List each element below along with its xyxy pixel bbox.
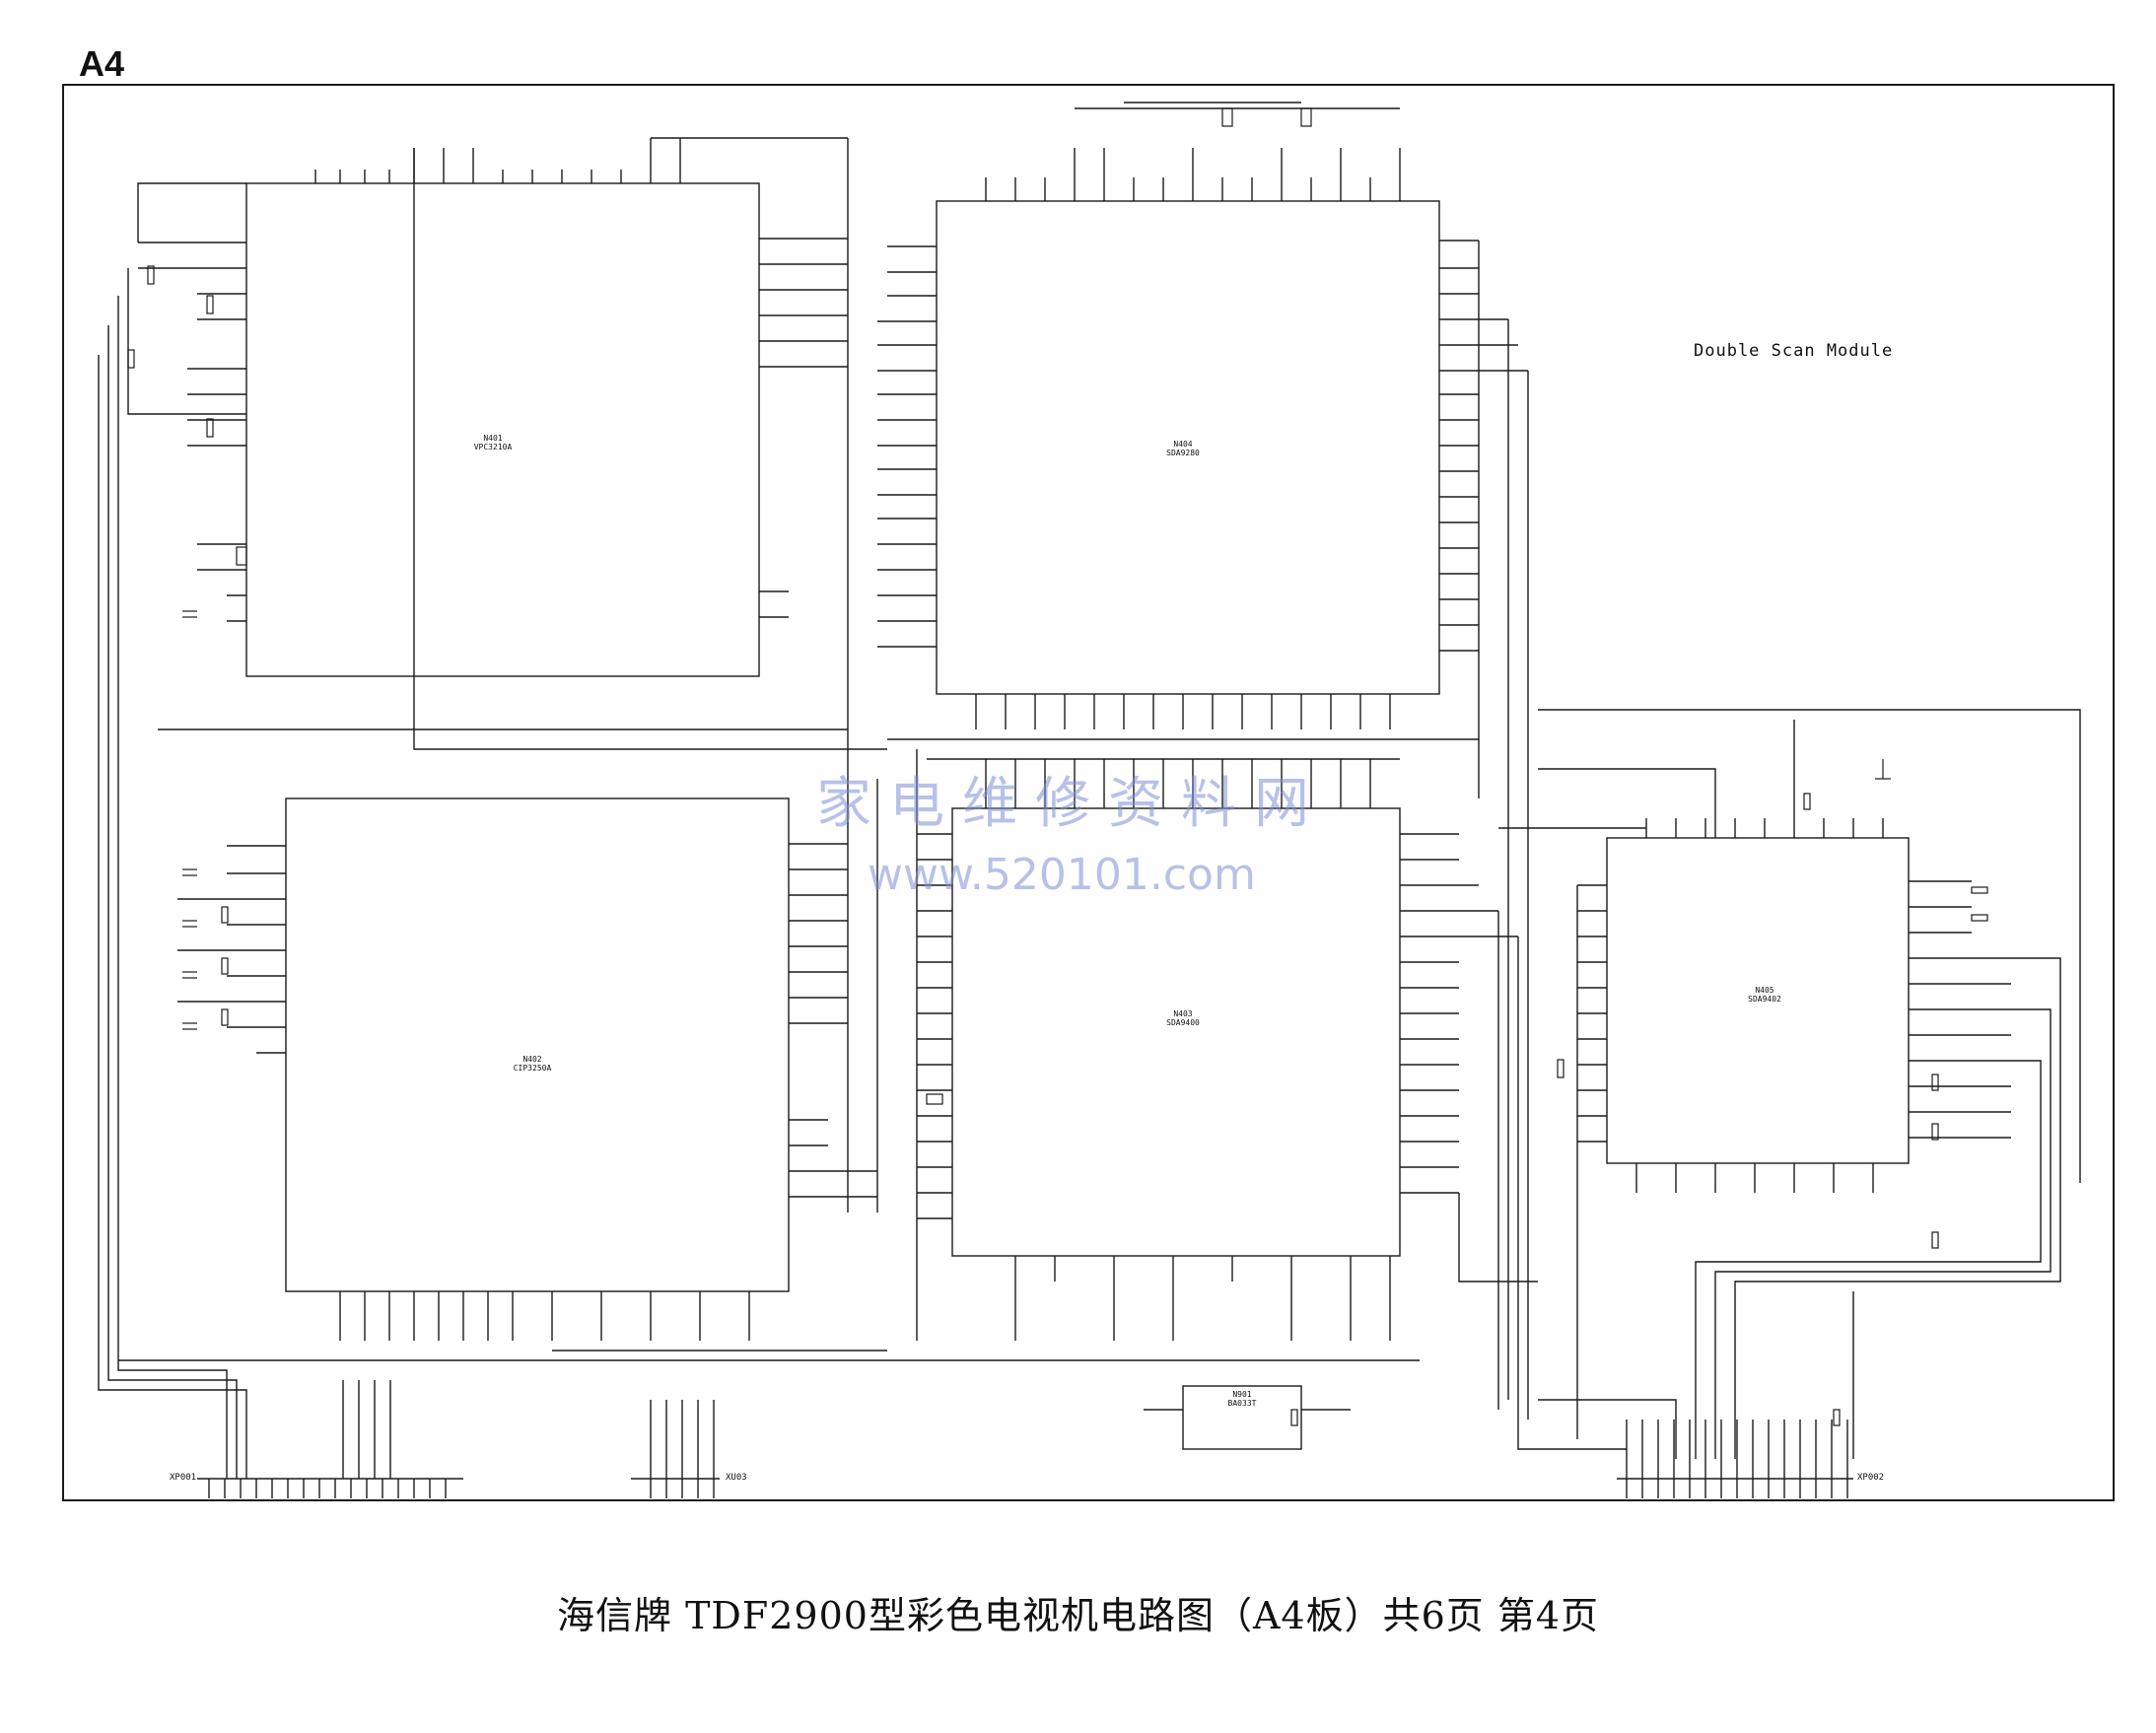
ic-n405 <box>1606 837 1910 1164</box>
connector-label-xp001: XP001 <box>170 1473 197 1483</box>
n404-top-pins <box>985 148 1401 201</box>
diagram-caption: 海信牌 TDF2900型彩色电视机电路图（A4板）共6页 第4页 <box>556 1594 1600 1637</box>
watermark-text: 家电维修资料网 <box>816 772 1327 836</box>
n403-top-pins <box>985 759 1371 808</box>
n401-left-pins <box>138 242 246 622</box>
schematic-frame <box>62 84 2115 1501</box>
watermark-url: www.520101.com <box>868 850 1256 900</box>
connector-xp001 <box>197 1380 463 1498</box>
n404-right-pins <box>1439 240 1528 652</box>
routing-lines <box>98 148 2081 1479</box>
ic-n402 <box>285 797 790 1292</box>
n405-top-pins <box>1645 720 1884 838</box>
n403-left-pins <box>917 833 952 1219</box>
connector-label-xp002: XP002 <box>1857 1473 1885 1483</box>
n401-top-pins <box>314 138 681 183</box>
n405-bottom-pins <box>1635 1163 1874 1193</box>
passive-components <box>127 107 1988 1426</box>
ic-n901 <box>1182 1385 1302 1450</box>
n405-right-pins <box>1909 880 2011 1139</box>
n403-bottom-pins <box>1014 1256 1391 1341</box>
page-label: A4 <box>79 43 125 84</box>
n405-left-pins <box>1577 884 1607 1143</box>
n404-left-pins <box>877 245 937 648</box>
n402-bottom-pins <box>339 1291 750 1341</box>
connector-xu03 <box>631 1400 720 1498</box>
ic-n403 <box>951 807 1401 1257</box>
n403-right-pins <box>1400 833 1518 1194</box>
ic-n404 <box>936 200 1440 695</box>
n401-right-pins <box>759 238 848 618</box>
connector-xp002 <box>1617 1420 1853 1498</box>
n404-bottom-pins <box>975 694 1391 729</box>
n402-right-pins <box>789 843 877 1198</box>
n402-left-pins <box>177 845 286 1054</box>
double-scan-module-label: Double Scan Module <box>1694 341 1894 361</box>
ic-n401 <box>245 182 760 677</box>
connector-label-xu03: XU03 <box>726 1473 747 1483</box>
